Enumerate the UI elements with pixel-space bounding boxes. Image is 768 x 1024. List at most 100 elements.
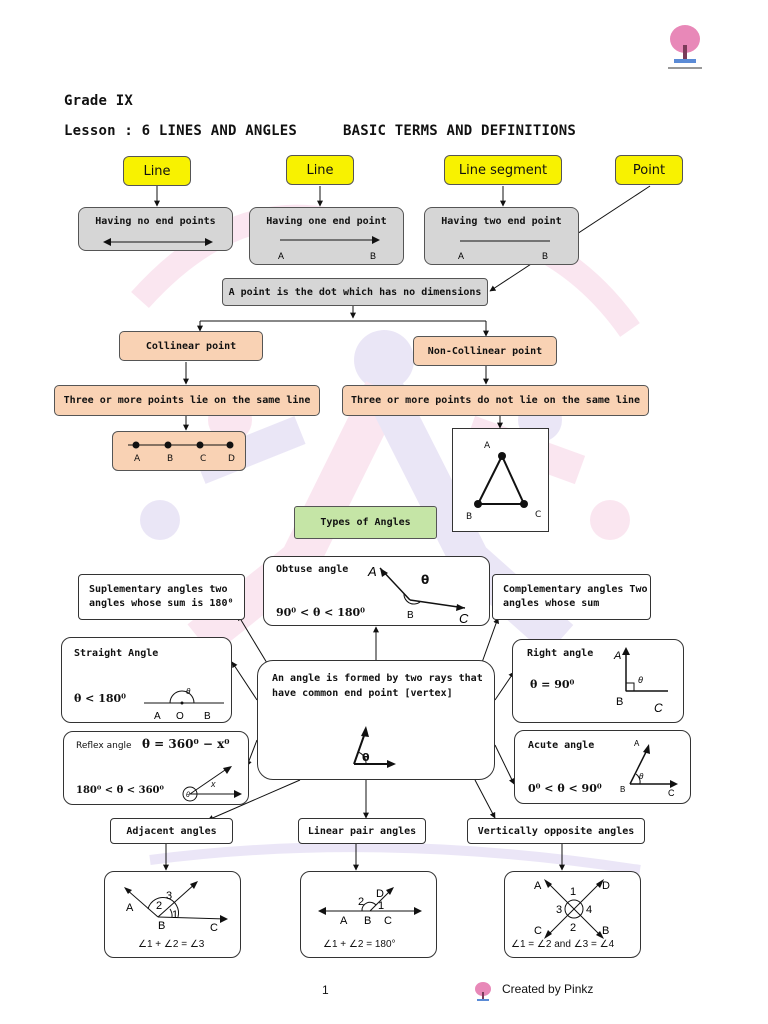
right-title: Right angle [527, 648, 594, 659]
straight-angle-diagram: θ A O B [144, 687, 224, 722]
svg-text:A: A [367, 564, 377, 579]
non-collinear-triangle-diagram [474, 452, 528, 508]
collinear-label-c: C [200, 454, 207, 464]
svg-text:B: B [158, 920, 165, 932]
svg-text:A: A [340, 915, 348, 927]
collinear-points-diagram [128, 441, 234, 449]
triangle-label-a: A [484, 441, 491, 451]
triangle-label-c: C [535, 510, 542, 520]
footer-credit: Created by Pinkz [502, 982, 594, 996]
collinear-diagram-box [112, 431, 246, 471]
svg-text:B: B [602, 925, 609, 937]
svg-text:B: B [204, 711, 211, 722]
linear-pair-angles-diagram: D 2 1 A B C [318, 887, 422, 927]
svg-text:2: 2 [358, 896, 364, 908]
collinear-label-a: A [134, 454, 141, 464]
adjacent-angles-title: Adjacent angles [110, 818, 233, 844]
center-theta: θ [362, 751, 370, 764]
def-two-end-point: Having two end point [424, 207, 579, 265]
svg-text:D: D [376, 888, 384, 900]
triangle-label-b: B [466, 512, 473, 522]
svg-text:C: C [654, 701, 663, 715]
line-diagram-no-end [103, 238, 213, 246]
svg-text:A: A [634, 739, 640, 748]
collinear-label-b: B [167, 454, 174, 464]
lesson-title: Lesson : 6 LINES AND ANGLES [64, 123, 297, 139]
complementary-angles-box: Complementary angles Two angles whose su… [492, 574, 651, 620]
term-point: Point [615, 155, 683, 185]
term-line-segment: Line segment [444, 155, 562, 185]
svg-text:C: C [459, 611, 469, 626]
svg-text:1: 1 [378, 900, 384, 912]
svg-text:θ: θ [639, 772, 644, 781]
point-definition: A point is the dot which has no dimensio… [222, 278, 488, 306]
linear-pair-equation: ∠1 + ∠2 = 180° [323, 939, 396, 950]
acute-angle-diagram: A θ B C [620, 739, 678, 798]
svg-text:A: A [534, 880, 542, 892]
svg-text:C: C [668, 788, 675, 798]
svg-text:θ: θ [186, 687, 191, 696]
svg-text:B: B [407, 610, 414, 621]
school-logo [668, 25, 702, 69]
obtuse-angle-diagram: A B C [367, 564, 469, 626]
term-line-1: Line [123, 156, 191, 186]
def-one-end-point: Having one end point [249, 207, 404, 265]
page-number: 1 [322, 983, 329, 997]
angle-definition-text: An angle is formed by two rays that have… [272, 673, 483, 699]
types-of-angles-title: Types of Angles [294, 506, 437, 539]
footer-logo [475, 982, 491, 1001]
svg-text:θ: θ [638, 675, 643, 685]
non-collinear-title: Non-Collinear point [413, 336, 557, 366]
svg-text:3: 3 [556, 904, 562, 916]
svg-text:B: B [620, 785, 625, 794]
reflex-angle-box [63, 731, 249, 805]
non-collinear-definition: Three or more points do not lie on the s… [342, 385, 649, 416]
straight-angle-box [61, 637, 232, 723]
triangle-diagram-box [452, 428, 549, 532]
svg-text:C: C [210, 922, 218, 934]
svg-text:B: B [616, 696, 623, 708]
obtuse-theta: θ [421, 573, 430, 587]
svg-text:A: A [278, 251, 284, 261]
svg-text:3: 3 [166, 890, 172, 902]
acute-title: Acute angle [528, 740, 595, 751]
acute-condition: 0⁰ < θ < 90⁰ [528, 782, 602, 795]
grade-label: Grade IX [64, 93, 134, 109]
complementary-text: Complementary angles Two angles whose su… [503, 583, 648, 610]
adjacent-angles-diagram: A 3 2 1 B C [124, 881, 228, 934]
svg-text:B: B [364, 915, 371, 927]
adjacent-equation: ∠1 + ∠2 = ∠3 [138, 939, 205, 950]
def-two-end-label: Having two end point [441, 216, 562, 227]
svg-text:A: A [154, 711, 161, 722]
acute-angle-box [514, 730, 691, 804]
svg-text:2: 2 [570, 922, 576, 934]
svg-text:1: 1 [570, 886, 576, 898]
collinear-title: Collinear point [119, 331, 263, 361]
svg-text:A: A [458, 251, 464, 261]
svg-text:C: C [384, 915, 392, 927]
vertically-opposite-angles-diagram: A D 1 3 4 2 C B [534, 879, 610, 939]
straight-condition: θ < 180⁰ [74, 692, 126, 705]
svg-text:O: O [176, 711, 184, 722]
svg-text:C: C [534, 925, 542, 937]
svg-text:B: B [542, 251, 548, 261]
angle-definition-box: An angle is formed by two rays that have… [257, 660, 495, 780]
reflex-title: Reflex angle [76, 741, 132, 751]
right-condition: θ = 90⁰ [530, 678, 575, 691]
supplementary-text: Suplementary angles two angles whose sum… [89, 583, 234, 610]
collinear-definition: Three or more points lie on the same lin… [54, 385, 320, 416]
vertically-opposite-title: Vertically opposite angles [467, 818, 645, 844]
supplementary-angles-box: Suplementary angles two angles whose sum… [78, 574, 245, 620]
reflex-x: x [211, 779, 216, 789]
obtuse-condition: 90⁰ < θ < 180⁰ [276, 606, 365, 619]
straight-title: Straight Angle [74, 648, 159, 659]
reflex-angle-diagram: θ [182, 766, 242, 802]
def-no-end-label: Having no end points [95, 216, 216, 227]
right-angle-box [512, 639, 684, 723]
svg-text:D: D [602, 880, 610, 892]
reflex-formula: θ = 360⁰ − x⁰ [142, 737, 230, 751]
svg-text:1: 1 [172, 909, 178, 921]
obtuse-angle-box [263, 556, 490, 626]
ray-diagram: A B [278, 236, 380, 261]
svg-text:B: B [370, 251, 376, 261]
